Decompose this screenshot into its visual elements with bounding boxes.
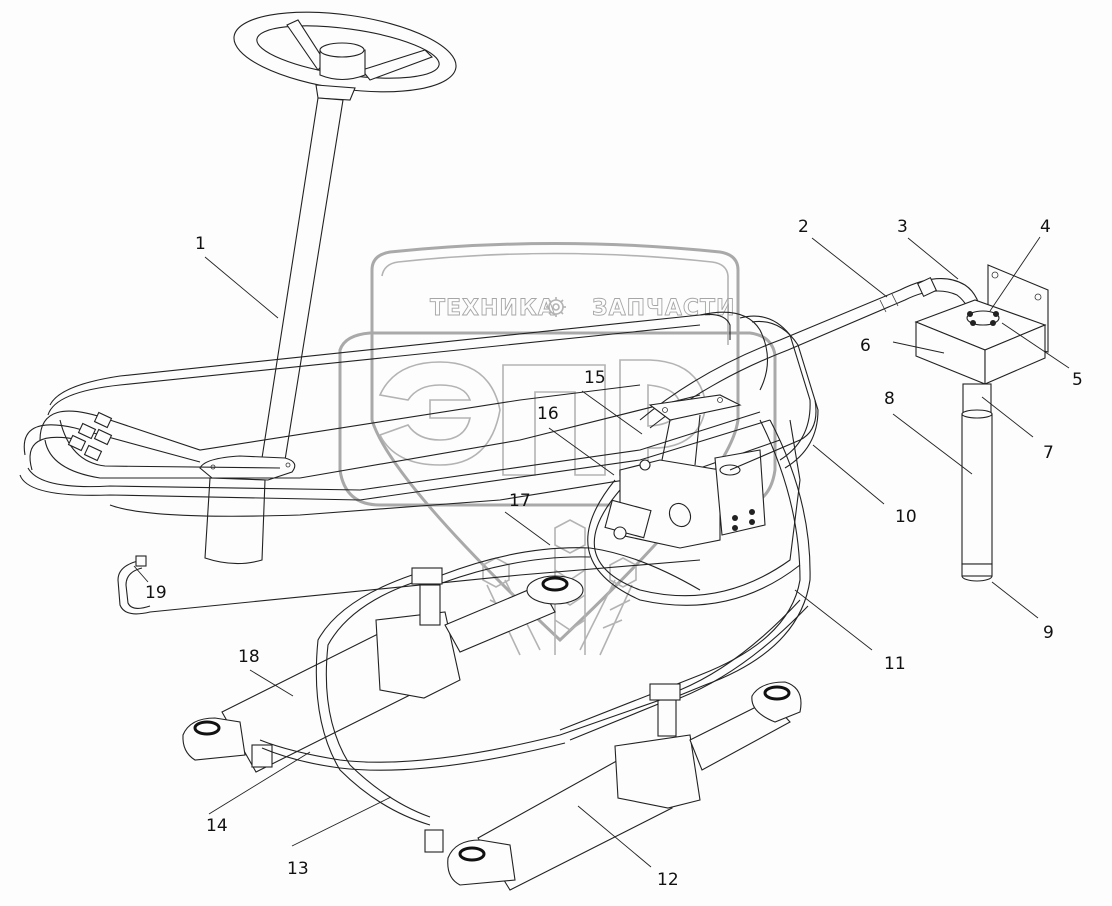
callout-1: 1 (195, 234, 206, 254)
cylinder-left-tee (419, 584, 441, 626)
watermark: ТЕХНИКА ЗАПЧАСТИ (338, 242, 777, 656)
callout-14: 14 (206, 816, 228, 836)
hydraulic-cylinder-right (424, 681, 802, 891)
cylinder-left-rod (444, 584, 556, 653)
leader-19 (133, 565, 149, 583)
hydraulic-tank (914, 264, 1049, 582)
steering-hub-cap (319, 42, 365, 58)
hose-fitting (916, 276, 938, 298)
steering-spoke-right (361, 49, 433, 81)
leader-10 (812, 444, 885, 505)
leader-5 (1001, 322, 1070, 369)
watermark-shield-outline (370, 242, 740, 643)
steering-spoke-left (286, 19, 326, 71)
callout-2: 2 (798, 217, 809, 237)
callout-11: 11 (884, 654, 906, 674)
callout-7: 7 (1043, 443, 1054, 463)
leader-2 (811, 237, 888, 298)
callout-15: 15 (584, 368, 606, 388)
leader-16 (548, 427, 615, 476)
callout-10: 10 (895, 507, 917, 527)
callout-9: 9 (1043, 623, 1054, 643)
callout-8: 8 (884, 389, 895, 409)
cylinder-right-port (424, 829, 444, 853)
callout-17: 17 (509, 491, 531, 511)
leader-7 (981, 396, 1034, 438)
leader-lines (133, 236, 1070, 868)
watermark-left-word: ТЕХНИКА (430, 296, 556, 321)
watermark-letter-e (378, 361, 501, 466)
cylinder-right-eye (447, 839, 516, 886)
callout-6: 6 (860, 336, 871, 356)
drain-pipe-fitting (135, 555, 147, 567)
callout-19: 19 (145, 583, 167, 603)
watermark-letter-p (502, 364, 606, 476)
gear-icon (546, 297, 566, 317)
cylinder-right-tee (657, 699, 677, 737)
hose-fittings (67, 411, 113, 462)
leader-14 (208, 751, 311, 815)
steering-column-collar (315, 84, 356, 101)
filter-body (961, 413, 993, 565)
cylinder-left-eye (182, 717, 246, 761)
leader-12 (577, 805, 652, 868)
leader-9 (991, 581, 1039, 619)
callout-3: 3 (897, 217, 908, 237)
leader-1 (204, 256, 279, 319)
hose-loops (559, 399, 817, 741)
hydraulic-cylinder-left (182, 567, 584, 773)
leader-13 (291, 796, 392, 847)
valve-bracket (648, 394, 742, 421)
callout-12: 12 (657, 870, 679, 890)
drain-pipe (117, 559, 701, 615)
watermark-right-word: ЗАПЧАСТИ (592, 296, 735, 321)
cylinder-right-gland (614, 734, 701, 809)
valve-manifold (714, 449, 766, 536)
valve-block (604, 394, 766, 549)
callout-13: 13 (287, 859, 309, 879)
callout-18: 18 (238, 647, 260, 667)
steering-column-shaft (261, 97, 344, 461)
hose-bundle (19, 311, 819, 517)
steering-column-base (204, 477, 266, 565)
leader-15 (581, 390, 643, 435)
leader-11 (794, 589, 873, 651)
tank-side (984, 324, 1046, 385)
callout-4: 4 (1040, 217, 1051, 237)
cylinder-hoses (259, 547, 809, 826)
leader-6 (892, 341, 945, 354)
steering-hub (319, 49, 366, 81)
leader-18 (249, 669, 294, 697)
callout-16: 16 (537, 404, 559, 424)
callouts: 1 2 3 4 5 6 7 8 9 10 11 12 13 14 15 16 1… (145, 217, 1083, 890)
leader-4 (989, 236, 1041, 312)
leader-3 (907, 237, 959, 280)
leader-8 (892, 413, 973, 475)
leader-17 (504, 511, 551, 546)
steering-column (199, 11, 457, 565)
watermark-shield-inner (381, 252, 729, 345)
callout-5: 5 (1072, 370, 1083, 390)
